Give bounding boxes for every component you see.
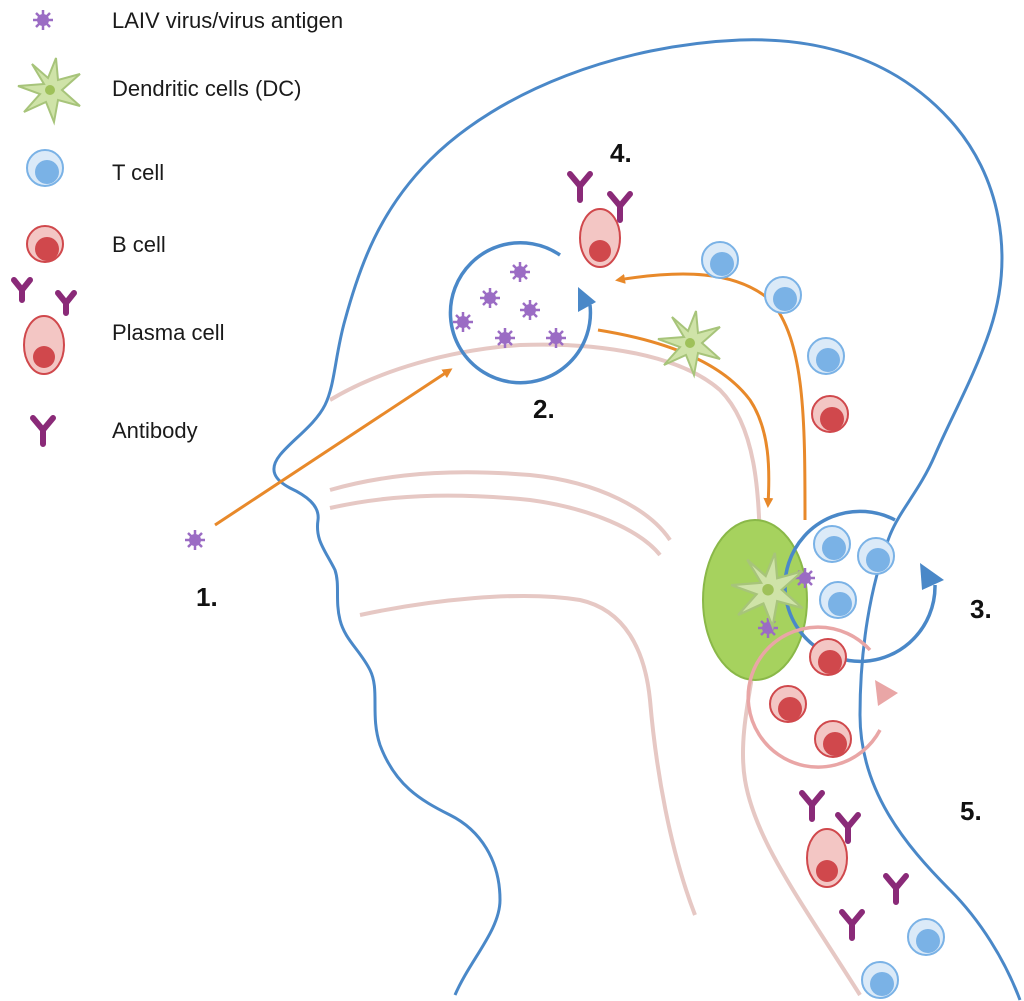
virus-icon xyxy=(510,262,530,282)
t-cell-icon xyxy=(813,525,851,563)
plasma-cell-nasal xyxy=(579,208,621,268)
legend-t-cell-label: T cell xyxy=(112,160,165,185)
legend-dendritic-icon xyxy=(17,57,81,126)
virus-particles xyxy=(185,262,815,638)
legend-t-cell-icon xyxy=(26,149,64,187)
antibody-icon xyxy=(607,191,633,223)
virus-icon xyxy=(453,312,473,332)
step-1-label: 1. xyxy=(196,582,218,612)
arrow-virus-to-nose xyxy=(214,368,453,527)
t-cell-icon xyxy=(907,918,945,956)
step-4-label: 4. xyxy=(610,138,632,168)
legend-b-cell-icon xyxy=(26,225,64,263)
legend-plasma-label: Plasma cell xyxy=(112,320,225,345)
virus-icon xyxy=(758,618,778,638)
virus-icon xyxy=(795,568,815,588)
head-outline xyxy=(272,38,1022,1001)
t-cell-icon xyxy=(861,961,899,999)
legend-virus-label: LAIV virus/virus antigen xyxy=(112,8,344,33)
dendritic-cell-lymph-node xyxy=(730,552,804,631)
virus-icon xyxy=(546,328,566,348)
legend-antibody-label: Antibody xyxy=(112,418,198,443)
pharynx-inner xyxy=(359,593,697,916)
step-5-label: 5. xyxy=(960,796,982,826)
legend-antibody-icon xyxy=(30,415,56,447)
legend-virus-icon xyxy=(33,10,53,30)
b-cell-icon xyxy=(814,720,852,758)
t-cells xyxy=(701,241,945,999)
b-cells xyxy=(769,395,852,758)
step-3-label: 3. xyxy=(970,594,992,624)
legend-dendritic-label: Dendritic cells (DC) xyxy=(112,76,302,101)
virus-icon xyxy=(480,288,500,308)
antibodies xyxy=(567,171,909,941)
t-cell-icon xyxy=(819,581,857,619)
antibody-icon xyxy=(835,812,861,844)
antibody-icon xyxy=(567,171,593,203)
b-cell-icon xyxy=(811,395,849,433)
b-cell-icon xyxy=(769,685,807,723)
nasal-cycle xyxy=(448,240,596,385)
b-cell-icon xyxy=(809,638,847,676)
nasal-roof xyxy=(328,342,762,561)
antibody-icon xyxy=(799,790,825,822)
t-cell-icon xyxy=(857,537,895,575)
legend-plasma-icon xyxy=(11,277,77,375)
nasal-passage-lower xyxy=(329,493,662,557)
virus-icon xyxy=(185,530,205,550)
dendritic-cell-migrating xyxy=(657,310,721,379)
antibody-icon xyxy=(883,873,909,905)
nasal-passage-upper xyxy=(329,470,672,542)
t-cell-icon xyxy=(807,337,845,375)
antibody-icon xyxy=(839,909,865,941)
step-2-label: 2. xyxy=(533,394,555,424)
plasma-cell-neck xyxy=(806,828,848,888)
lymph-b-cell-cycle xyxy=(746,625,898,769)
t-cell-icon xyxy=(701,241,739,279)
arrow-nose-to-lymph xyxy=(597,328,774,508)
virus-icon xyxy=(520,300,540,320)
t-cell-icon xyxy=(764,276,802,314)
virus-icon xyxy=(495,328,515,348)
legend-b-cell-label: B cell xyxy=(112,232,166,257)
lymph-t-cell-cycle xyxy=(783,509,944,664)
